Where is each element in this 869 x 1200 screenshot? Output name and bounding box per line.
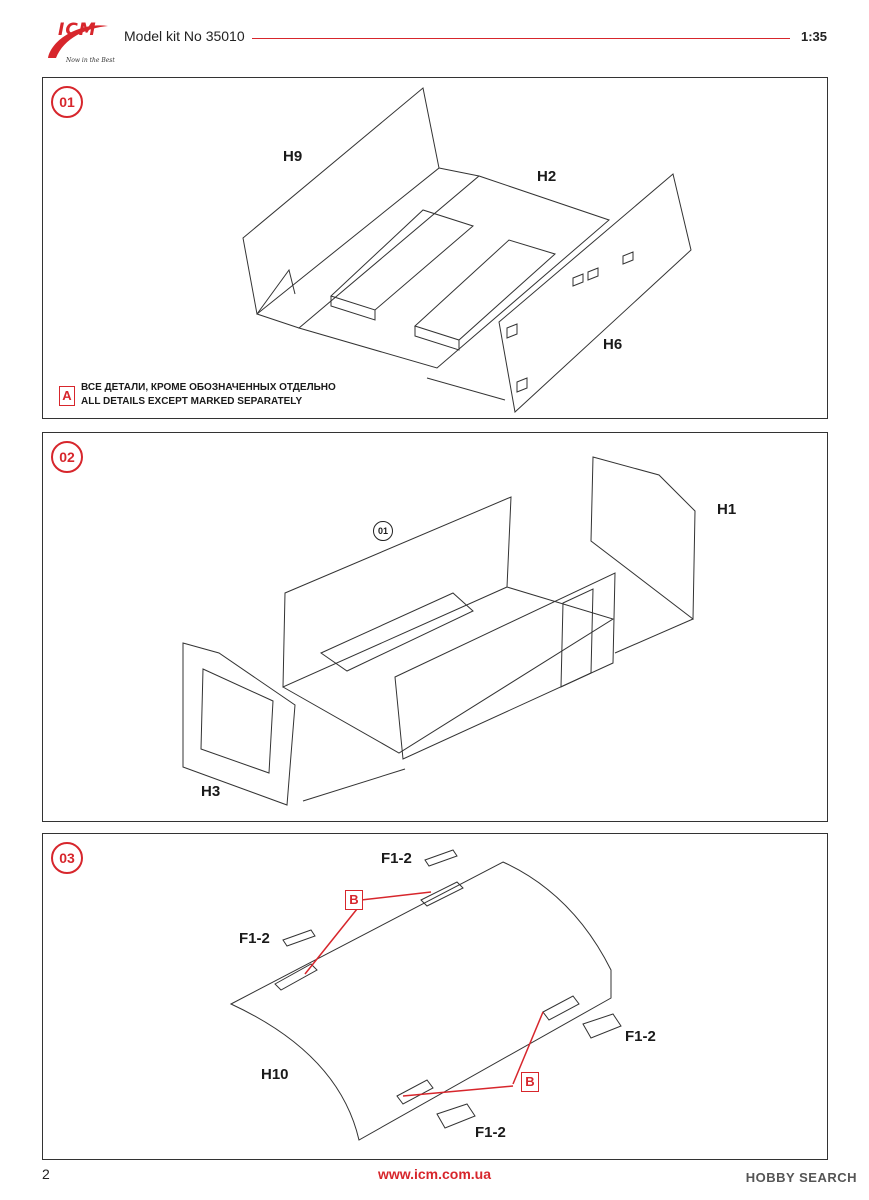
note-line-ru: ВСЕ ДЕТАЛИ, КРОМЕ ОБОЗНАЧЕННЫХ ОТДЕЛЬНО	[81, 382, 336, 393]
step-03-drawing	[229, 849, 622, 1141]
website-link[interactable]: www.icm.com.ua	[377, 1166, 492, 1182]
brand-name: ICM	[58, 20, 97, 40]
step-number: 01	[51, 86, 83, 118]
part-label-f1-2-right: F1-2	[625, 1028, 656, 1045]
part-label-f1-2-left: F1-2	[239, 930, 270, 947]
callout-b-top: B	[345, 890, 363, 910]
step-01-panel: 01 H9 H2 H6 A ВСЕ ДЕТАЛИ, КРОМЕ ОБОЗ	[42, 77, 828, 419]
step-number: 02	[51, 441, 83, 473]
part-label-h2: H2	[537, 168, 557, 185]
part-label-f1-2-bottom: F1-2	[475, 1124, 506, 1141]
part-label-h1: H1	[717, 501, 737, 518]
step-03-panel: 03 B B F1-2 F1-2 F1-2 F1-2 H10	[42, 833, 828, 1160]
part-label-f1-2-top: F1-2	[381, 850, 412, 867]
scale-label: 1:35	[800, 29, 827, 44]
part-label-h6: H6	[603, 336, 623, 353]
part-label-h3: H3	[201, 783, 221, 800]
step-01-drawing	[242, 87, 692, 413]
ref-step-marker: 01	[373, 521, 393, 541]
note-marker-a: A	[59, 386, 75, 406]
step-02-panel: 02 01 H1 H3	[42, 432, 828, 822]
brand-slogan: Now in the Best	[66, 57, 115, 64]
part-label-h10: H10	[261, 1066, 289, 1083]
kit-title: Model kit No 35010	[124, 28, 245, 44]
note-line-en: ALL DETAILS EXCEPT MARKED SEPARATELY	[81, 396, 303, 407]
callout-b-bottom: B	[521, 1072, 539, 1092]
step-number: 03	[51, 842, 83, 874]
step-02-drawing	[182, 456, 696, 806]
page-number: 2	[42, 1166, 50, 1182]
note-text: ВСЕ ДЕТАЛИ, КРОМЕ ОБОЗНАЧЕННЫХ ОТДЕЛЬНО …	[81, 381, 336, 409]
icm-logo	[48, 25, 108, 58]
header-divider	[252, 38, 790, 39]
part-label-h9: H9	[283, 148, 303, 165]
hobby-search-watermark: HOBBY SEARCH	[745, 1170, 857, 1185]
